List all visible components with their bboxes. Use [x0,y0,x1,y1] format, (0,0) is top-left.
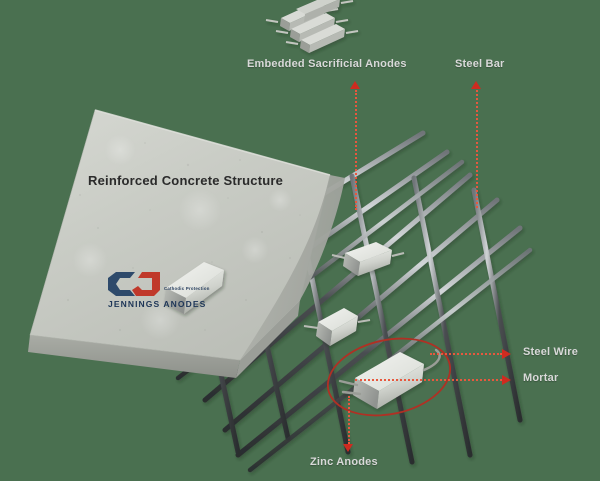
label-steel-bar: Steel Bar [455,58,505,70]
leader-line-steel-bar [476,90,478,208]
concrete-slab [28,109,345,378]
arrow-embedded-anodes [350,81,360,89]
label-reinforced-concrete-structure: Reinforced Concrete Structure [88,173,284,188]
steel-wire-ties [338,348,441,396]
label-zinc-anodes: Zinc Anodes [310,456,378,468]
leader-line-embedded-anodes [355,90,357,210]
jennings-anodes-logo: Cathodic Protection JENNINGS ANODES [108,272,212,316]
leader-line-steel-wire [430,353,502,355]
arrow-steel-wire [502,349,511,359]
detail-highlight-ellipse [326,337,452,417]
logo-mark [108,272,160,296]
arrow-steel-bar [471,81,481,89]
label-mortar: Mortar [523,372,559,384]
anode-block-1 [164,262,224,314]
arrow-mortar [502,375,511,385]
logo-c-icon [108,272,135,296]
label-steel-wire: Steel Wire [523,346,579,358]
logo-company-name: JENNINGS ANODES [108,299,207,309]
logo-tagline: Cathodic Protection [164,286,210,291]
arrow-zinc-anodes [343,444,353,452]
leader-line-mortar [355,379,502,381]
anode-block-highlighted [338,348,441,409]
anode-bundle-illustration [265,0,359,53]
label-embedded-sacrificial-anodes: Embedded Sacrificial Anodes [247,58,407,70]
logo-j-icon [132,272,160,296]
anode-block-3 [303,308,371,346]
anode-block-2 [331,242,405,276]
leader-line-zinc-anodes [348,396,350,444]
